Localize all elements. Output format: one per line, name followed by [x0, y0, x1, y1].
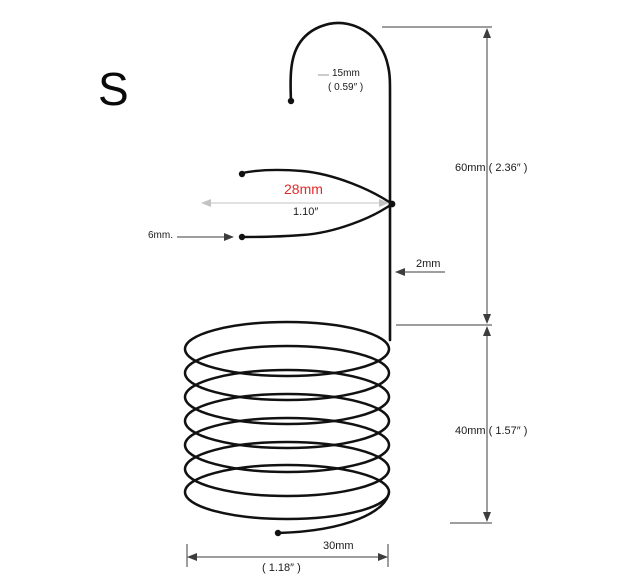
eyelet-junction-dot: [388, 200, 396, 208]
hook-wire: [289, 21, 392, 342]
coil-wire-end-dot: [274, 529, 282, 537]
dim-28mm-arrow-right: [379, 199, 389, 207]
dim-60mm-arrow-top: [483, 28, 491, 38]
eyelet-loop-upper: [240, 168, 394, 206]
dim-30mm-arrow-left: [187, 553, 197, 561]
hook-height-label: 60mm ( 2.36″ ): [455, 162, 528, 174]
dim-60mm-arrow-bottom: [483, 314, 491, 324]
wire-end-label: 6mm.: [148, 230, 173, 241]
coil-diameter-in-label: ( 1.18″ ): [262, 562, 301, 574]
dim-30mm-lines: [186, 544, 389, 567]
eyelet-loop-lower: [240, 202, 394, 239]
eyelet-lower-end-dot: [238, 233, 246, 241]
dim-40mm-arrow-bottom: [483, 512, 491, 522]
coil-spring: [183, 320, 391, 535]
loop-width-in-label: 1.10″: [293, 206, 319, 218]
dim-30mm-arrow-right: [378, 553, 388, 561]
eyelet-upper-end-dot: [238, 170, 246, 178]
coil-height-label: 40mm ( 1.57″ ): [455, 425, 528, 437]
dim-60mm-lines: [382, 26, 492, 326]
dim-40mm-lines: [450, 328, 492, 524]
dim-40mm-arrow-top: [483, 326, 491, 336]
loop-width-mm-label: 28mm: [284, 181, 323, 197]
hook-opening-in-label: ( 0.59″ ): [328, 82, 364, 93]
hook-opening-mm-label: 15mm: [332, 68, 360, 79]
dim-28mm-arrow-left: [201, 199, 211, 207]
dim-2mm-arrow: [395, 268, 405, 276]
coil-diameter-mm-label: 30mm: [323, 540, 354, 552]
hook-wire-end-dot: [287, 97, 295, 105]
dim-6mm-arrow: [224, 233, 234, 241]
wire-diameter-label: 2mm: [416, 258, 441, 270]
size-label: S: [98, 63, 129, 115]
